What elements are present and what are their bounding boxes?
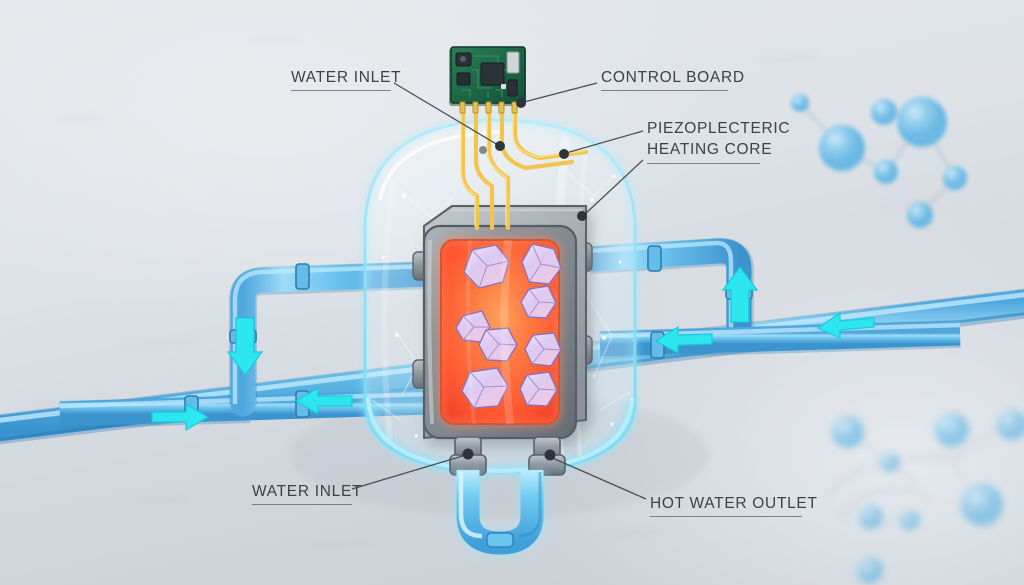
label-hot-water-outlet: HOT WATER OUTLET (650, 494, 818, 517)
label-underline (291, 90, 391, 91)
arrow-left-down (226, 317, 264, 377)
control-board-wires-highlight (460, 105, 585, 227)
arrow-main-left-in (151, 402, 210, 432)
label-underline (601, 90, 728, 91)
label-heating-core: PIEZOPLECTERIC HEATING CORE (647, 118, 790, 164)
control-board (449, 46, 526, 114)
label-water-inlet-bottom: WATER INLET (252, 482, 362, 505)
label-heating-core-line2: HEATING CORE (647, 141, 773, 158)
molecule-cluster-bottom-right (827, 410, 1024, 583)
arrow-right-up (721, 265, 759, 323)
label-underline (650, 516, 802, 517)
label-underline (252, 504, 352, 505)
label-control-board-text: CONTROL BOARD (601, 69, 745, 86)
bottom-u-pipe (452, 470, 548, 560)
label-underline (647, 163, 760, 164)
label-control-board: CONTROL BOARD (601, 68, 745, 91)
heating-crystals (455, 243, 562, 409)
arrow-right-out-near (654, 325, 713, 355)
arrow-main-right-out (816, 311, 875, 339)
control-board-pins (459, 101, 518, 114)
arrow-left-return (294, 386, 353, 416)
piezoplecteric-heating-core (422, 205, 587, 440)
label-heating-core-line1: PIEZOPLECTERIC (647, 120, 791, 137)
label-water-inlet-top-text: WATER INLET (291, 69, 402, 86)
label-leader-lines (351, 82, 647, 500)
molecule-cluster-top-right (791, 94, 967, 228)
label-water-inlet-top: WATER INLET (291, 68, 401, 91)
label-water-inlet-bottom-text: WATER INLET (252, 483, 363, 500)
flow-arrows (151, 265, 875, 432)
label-leader-dots (462, 98, 587, 461)
label-hot-water-outlet-text: HOT WATER OUTLET (650, 495, 818, 512)
